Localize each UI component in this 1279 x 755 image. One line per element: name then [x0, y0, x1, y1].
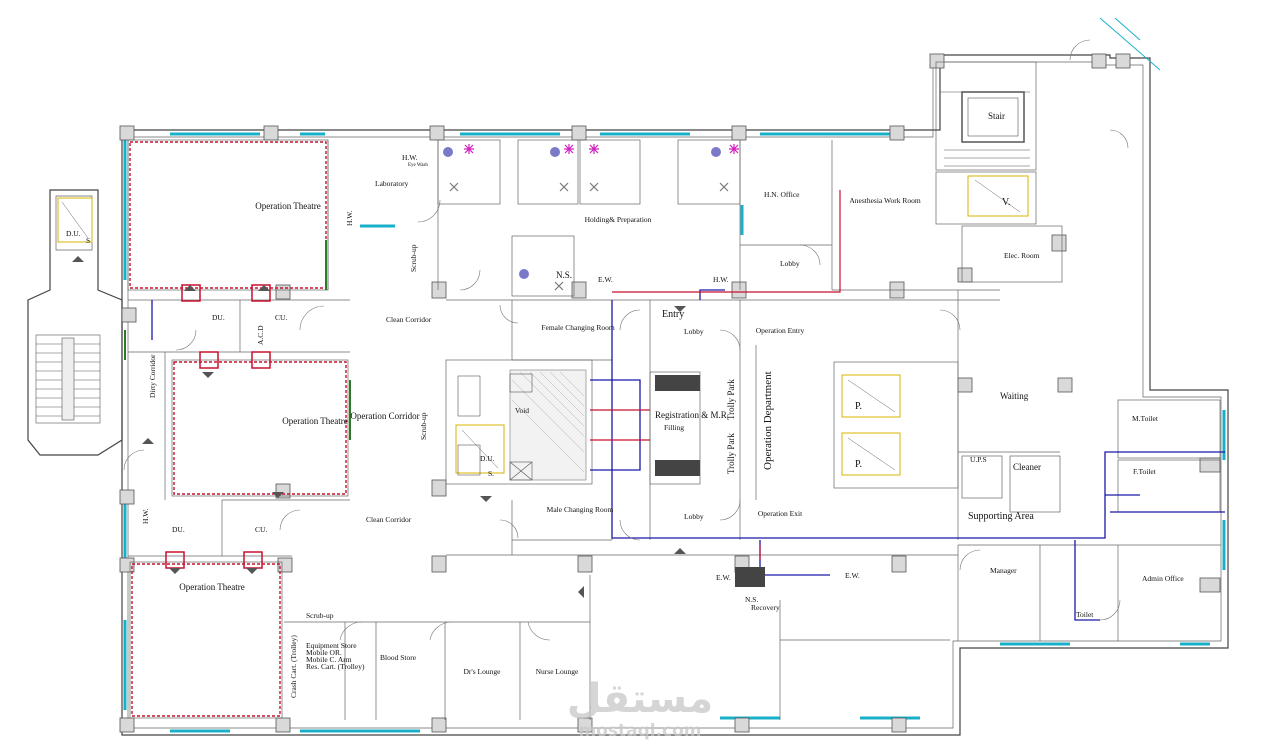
room-holding-preparation: Holding& Preparation — [585, 215, 652, 224]
room-operation-theatre-2: Operation Theatre — [282, 416, 348, 426]
room-ew-bottom: E.W. — [716, 573, 731, 582]
room-filling: Filling — [664, 423, 684, 432]
room-lobby-bottom: Lobby — [684, 512, 704, 521]
room-ew-bottom-2: E.W. — [845, 571, 860, 580]
room-labels: Operation Theatre Operation Theatre Oper… — [66, 111, 1184, 698]
windows — [123, 17, 1226, 733]
room-crash-cart: Crash Cart. (Trolley) — [289, 635, 298, 698]
room-waiting: Waiting — [1000, 391, 1029, 401]
room-admin-office: Admin Office — [1142, 574, 1184, 583]
room-cu-2: CU. — [255, 525, 267, 534]
room-mobile-c-arm: Mobile C. Arm — [306, 655, 352, 664]
room-p-2: P. — [855, 459, 862, 470]
room-elec-room: Elec. Room — [1004, 251, 1040, 260]
room-du-void-s: S. — [488, 469, 494, 478]
watermark-site: mostaql.com — [578, 721, 701, 741]
room-nurse-lounge: Nurse Lounge — [536, 667, 579, 676]
room-f-toilet: F.Toilet — [1133, 467, 1157, 476]
stairs — [35, 91, 1030, 587]
room-operation-corridor: Operation Corridor — [350, 411, 419, 421]
room-operation-exit: Operation Exit — [758, 509, 803, 518]
room-manager: Manager — [990, 566, 1017, 575]
room-cu: CU. — [275, 313, 287, 322]
room-operation-entry: Operation Entry — [756, 326, 805, 335]
room-void: Void — [515, 406, 529, 415]
radiation-shielding — [124, 141, 351, 717]
room-trolly-park-1: Trolly Park — [726, 433, 736, 474]
room-hw-entry: H.W. — [713, 275, 729, 284]
room-hw-vertical: H.W. — [345, 210, 354, 226]
room-cleaner: Cleaner — [1013, 462, 1041, 472]
room-hw-left: H.W. — [141, 508, 150, 524]
room-supporting-area: Supporting Area — [968, 511, 1034, 522]
room-lobby-top: Lobby — [780, 259, 800, 268]
direction-arrows — [72, 256, 686, 598]
room-m-toilet: M.Toilet — [1132, 414, 1159, 423]
room-du-stair: D.U. — [66, 229, 81, 238]
pipe-runs — [151, 190, 1225, 621]
room-clean-corridor-bottom: Clean Corridor — [366, 515, 412, 524]
room-operation-theatre-1: Operation Theatre — [255, 201, 321, 211]
door-swings — [123, 39, 1129, 641]
room-hw-lab: H.W. — [402, 153, 418, 162]
room-female-changing: Female Changing Room — [541, 323, 614, 332]
room-recovery: Recovery — [751, 603, 780, 612]
room-res-cart: Res. Cart. (Trolley) — [306, 662, 365, 671]
room-registration: Registration & M.R. — [655, 410, 729, 420]
columns — [119, 53, 1221, 733]
room-hn-office: H.N. Office — [764, 190, 800, 199]
room-lobby-mid: Lobby — [684, 327, 704, 336]
room-operation-theatre-3: Operation Theatre — [179, 582, 245, 592]
room-clean-corridor-top: Clean Corridor — [386, 315, 432, 324]
room-male-changing: Male Changing Room — [547, 505, 614, 514]
room-ew: E.W. — [598, 275, 613, 284]
room-toilet: Toilet — [1076, 610, 1094, 619]
room-stair: Stair — [988, 111, 1005, 121]
outer-walls — [27, 54, 1229, 736]
room-p-1: P. — [855, 401, 862, 412]
room-du-void: D.U. — [480, 454, 495, 463]
room-entry: Entry — [662, 309, 684, 320]
room-du-stair-s: S — [86, 236, 90, 245]
room-ns-bottom: N.S. — [745, 595, 758, 604]
room-drs-lounge: Dr's Lounge — [464, 667, 502, 676]
room-acd: A.C.D — [256, 325, 265, 345]
room-scrub-up-3: Scrub-up — [306, 611, 334, 620]
room-equipment-store: Equipment Store — [306, 641, 357, 650]
room-mobile-or: Mobile OR. — [306, 648, 342, 657]
room-scrub-up-1: Scrub-up — [409, 244, 418, 272]
room-anesthesia-work-room: Anesthesia Work Room — [849, 196, 921, 205]
room-du: DU. — [212, 313, 225, 322]
room-du-2: DU. — [172, 525, 185, 534]
room-eye-wash: Eye Wash — [408, 163, 428, 168]
watermark-logo: مستقل — [567, 676, 713, 722]
room-scrub-up-2: Scrub-up — [419, 412, 428, 440]
watermark: مستقل mostaql.com — [567, 676, 713, 741]
ceiling-fixtures — [443, 144, 739, 291]
room-operation-department: Operation Department — [762, 371, 774, 470]
room-ups: U.P.S — [970, 455, 987, 464]
room-v: V. — [1002, 197, 1010, 208]
room-laboratory: Laboratory — [375, 179, 409, 188]
room-dirty-corridor: Dirty Corridor — [148, 354, 157, 398]
room-ns-top: N.S. — [556, 270, 572, 280]
room-trolly-park-2: Trolly Park — [726, 379, 736, 420]
room-blood-store: Blood Store — [380, 653, 417, 662]
